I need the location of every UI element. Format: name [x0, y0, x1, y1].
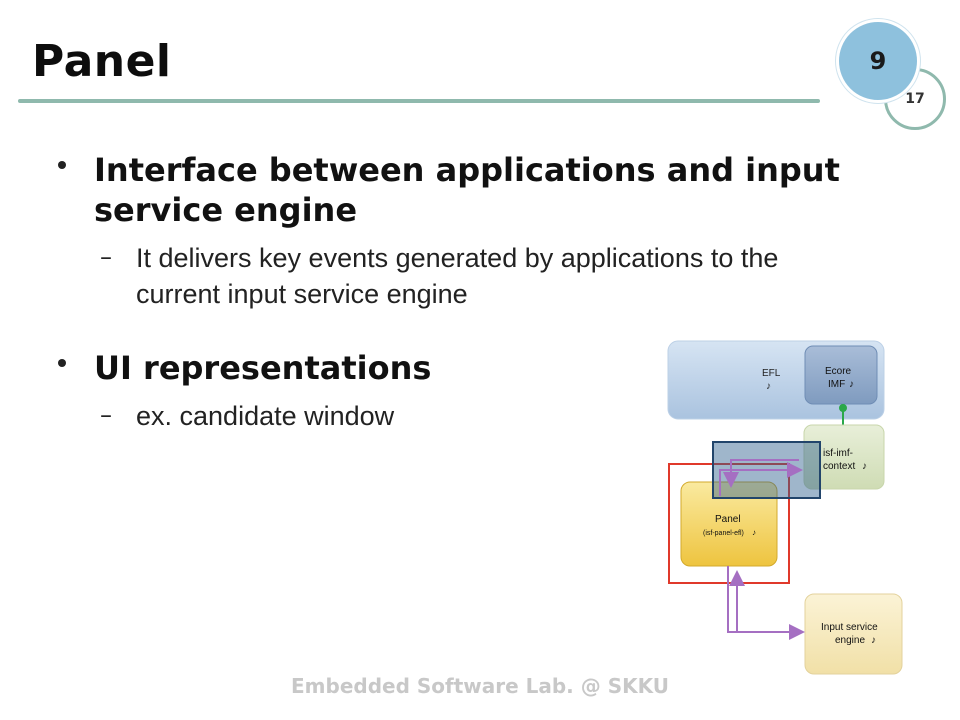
sub-bullet-text-line: current input service engine — [136, 279, 468, 309]
panel-sublabel: (isf-panel-efl) — [703, 530, 744, 537]
music-glyph: ♪ — [862, 461, 867, 472]
music-glyph: ♪ — [871, 635, 876, 646]
bullet-level1: UI representations — [58, 348, 658, 388]
bullet-text-line: Interface between applications and input — [94, 151, 840, 189]
architecture-diagram: EFL ♪ Ecore IMF ♪ isf-imf- context ♪ Pan… — [667, 340, 903, 675]
bullet-text-line: service engine — [94, 191, 358, 229]
dash-marker: – — [100, 401, 112, 429]
bullet-dot — [58, 161, 66, 169]
page-number-badge: 9 — [836, 19, 920, 103]
isf-label: isf-imf- — [823, 448, 853, 459]
music-glyph: ♪ — [766, 381, 771, 392]
input-service-engine-box — [804, 593, 903, 675]
bullet-item-ui-representations: UI representations – ex. candidate windo… — [58, 348, 658, 434]
panel-label: Panel — [715, 514, 741, 525]
sub-bullet-level2: – ex. candidate window — [58, 398, 658, 434]
music-glyph: ♪ — [752, 528, 756, 537]
slide-title: Panel — [32, 36, 172, 87]
arrow-panel-to-context — [719, 462, 803, 496]
bullet-text: UI representations — [94, 349, 432, 387]
engine-sublabel: engine — [835, 635, 865, 646]
bullet-level1: Interface between applications and input… — [58, 150, 908, 230]
ecore-imf-box — [804, 345, 878, 405]
imf-label: IMF — [828, 379, 845, 390]
title-underline — [18, 99, 820, 103]
connector-node — [839, 404, 847, 412]
efl-label: EFL — [762, 368, 781, 379]
dash-marker: – — [100, 243, 112, 271]
footer-text: Embedded Software Lab. @ SKKU — [291, 674, 669, 698]
ecore-label: Ecore — [825, 366, 852, 377]
sub-bullet-text: ex. candidate window — [136, 401, 395, 431]
music-glyph: ♪ — [849, 379, 854, 390]
arrow-panel-to-engine — [727, 566, 805, 640]
arrow-context-to-panel — [723, 459, 799, 488]
bullet-dot — [58, 359, 66, 367]
isf-imf-context-box — [803, 424, 885, 490]
bullet-item-interface: Interface between applications and input… — [58, 150, 908, 312]
engine-label: Input service — [821, 622, 878, 633]
sub-bullet-level2: – It delivers key events generated by ap… — [58, 240, 908, 312]
sub-bullet-text-line: It delivers key events generated by appl… — [136, 243, 779, 273]
context-label: context — [823, 461, 855, 472]
